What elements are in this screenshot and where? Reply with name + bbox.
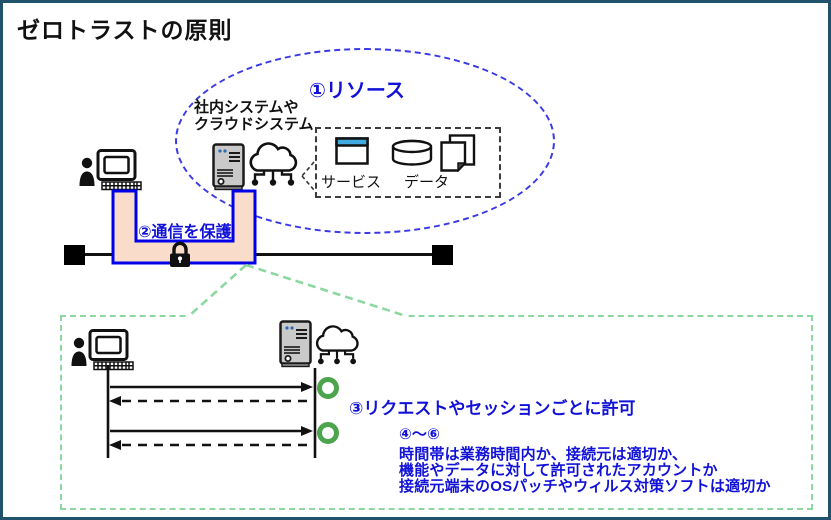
cloud-network-icon — [315, 325, 359, 365]
zoom-callout-lines — [189, 263, 404, 317]
step46-block: ④～⑥ 時間帯は業務時間内か、接続元は適切か、 機能やデータに対して許可されたア… — [399, 427, 771, 495]
step46-line3: 接続元端末のOSパッチやウィルス対策ソフトは適切か — [399, 478, 771, 495]
detail-box-top-gap — [189, 313, 405, 319]
browser-window-icon — [335, 137, 369, 165]
step3-label: ③リクエストやセッションごとに許可 — [349, 399, 636, 418]
step46-line1: 時間帯は業務時間内か、接続元は適切か、 — [399, 446, 688, 463]
services-box — [315, 127, 501, 198]
service-label: サービス — [321, 174, 382, 191]
communication-label: ②通信を保護 — [138, 224, 232, 241]
resource-ellipse — [175, 48, 555, 234]
protected-channel-shape — [111, 189, 257, 265]
server-icon — [279, 320, 312, 368]
system-label-line2: クラウドシステム — [194, 115, 314, 133]
server-icon — [212, 143, 245, 191]
database-icon — [391, 139, 433, 166]
permission-ring-1 — [317, 377, 339, 399]
callout-chevron-icon — [301, 161, 315, 191]
cloud-network-icon — [249, 142, 298, 186]
permission-ring-2 — [317, 422, 339, 444]
system-label-line1: 社内システムや — [194, 99, 299, 116]
system-label: 社内システムや クラウドシステム — [194, 99, 314, 133]
sequence-diagram — [106, 366, 317, 458]
person-computer-icon — [79, 149, 142, 191]
step46-title: ④～⑥ — [399, 426, 441, 443]
lock-icon — [170, 241, 190, 267]
detail-box — [60, 315, 813, 510]
data-label: データ — [404, 174, 450, 191]
network-terminator-right — [432, 245, 453, 265]
network-terminator-left — [64, 245, 85, 265]
page-title: ゼロトラストの原則 — [17, 17, 233, 43]
step46-line2: 機能やデータに対して許可されたアカウントか — [399, 462, 718, 479]
resource-label: ①リソース — [309, 80, 405, 102]
network-line — [64, 253, 453, 256]
person-computer-icon — [71, 329, 134, 371]
documents-icon — [440, 134, 476, 172]
